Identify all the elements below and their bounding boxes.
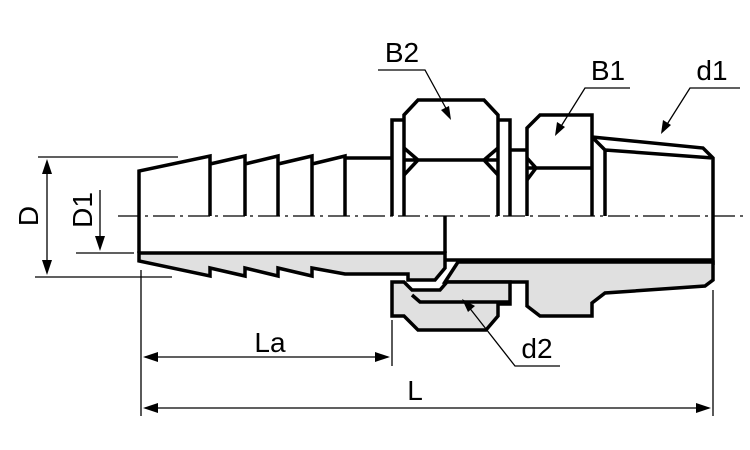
label-la: La [254,327,286,358]
label-b1: B1 [591,55,625,86]
dimension-d1 [76,190,134,254]
leader-d1 [661,87,740,134]
label-l: L [407,375,423,406]
label-d2: d2 [521,333,552,364]
dimension-l [143,403,711,413]
dimension-la [143,352,390,362]
label-b2: B2 [385,37,419,68]
thread-d1 [590,135,715,265]
dimension-d [35,156,178,278]
body-section [441,260,715,318]
label-d1: D1 [67,192,98,228]
leader-d2 [462,299,560,367]
leader-b2 [378,69,451,120]
union-nut-b2 [390,98,512,216]
barb-section [137,251,447,282]
label-d: D [13,206,44,226]
leader-b1 [555,87,630,136]
nut-section [390,280,512,332]
nut-inner-line [410,293,510,304]
label-d1-thread: d1 [696,55,727,86]
barb-outline [137,153,392,253]
body-hex-b1 [510,113,594,216]
